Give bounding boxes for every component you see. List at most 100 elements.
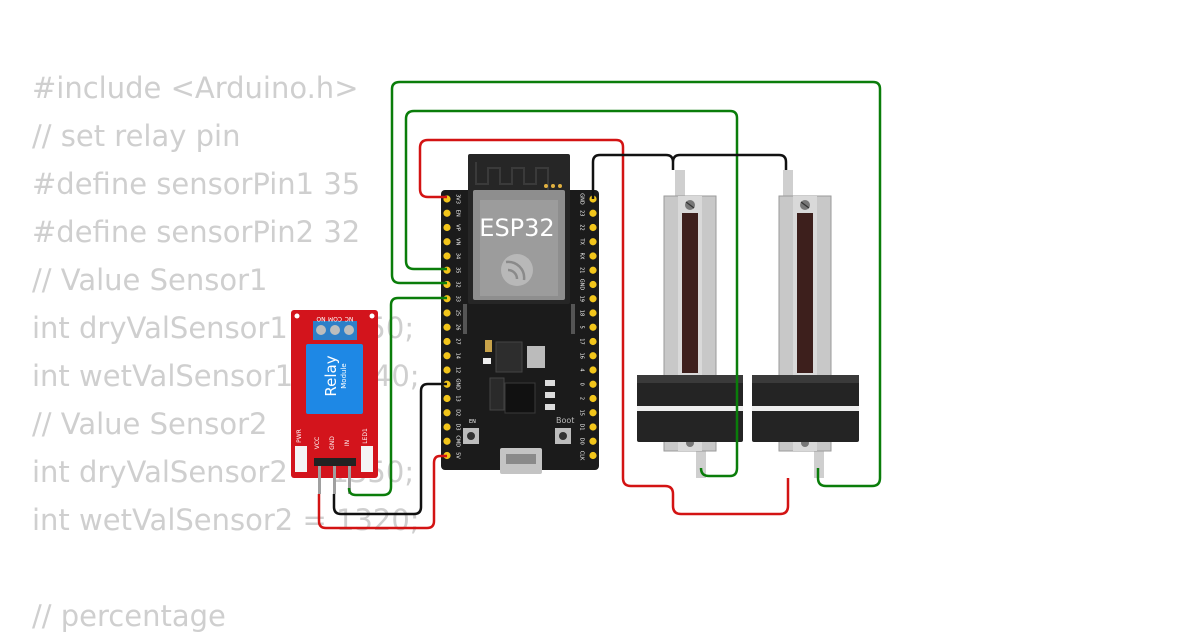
esp32-pin-label: 33 [455,296,461,302]
esp32-pin-label: 14 [455,353,461,359]
esp32-pin-right-2[interactable] [589,223,597,232]
esp32-pin-left-14[interactable] [443,394,451,403]
esp32-pin-label: TX [579,238,585,246]
esp32-pin-right-10[interactable] [589,337,597,346]
esp32-pin-right-8[interactable] [589,309,597,317]
code-line: int wetValSensor2 = 1320; [32,503,420,537]
esp32-pin-left-11[interactable] [443,352,451,360]
esp32-pin-label: CLK [579,451,585,461]
esp32-pin-label: 13 [455,395,461,401]
esp32-pin-right-15[interactable] [589,409,597,417]
wire-5v-relay-vcc [317,454,447,530]
esp32-pin-left-15[interactable] [443,409,451,417]
esp32-pin-right-9[interactable] [589,323,597,331]
esp32-pin-right-4[interactable] [589,252,597,260]
esp32-pin-label: 5 [579,326,585,329]
esp32-pin-right-6[interactable] [589,280,597,289]
esp32-pin-label: EN [455,210,461,217]
code-line: // set relay pin [32,119,241,153]
esp32-pin-label: 19 [579,296,585,302]
esp32-pin-label: GND [455,379,461,391]
esp32-pin-label: CMD [455,435,461,447]
esp32-pin-label: D3 [455,423,461,430]
esp32-pin-label: GND [579,193,585,205]
relay-led-label: PWR [296,429,303,443]
esp32-pin-left-17[interactable] [443,437,451,445]
code-line: // Value Sensor1 [32,263,268,297]
code-line: // Value Sensor2 [32,407,268,441]
esp32-pin-right-1[interactable] [589,209,597,217]
pwr-led [295,446,307,472]
esp32-pin-label: GND [579,279,585,291]
esp32-pin-left-8[interactable] [443,309,451,317]
esp32-pin-label: 2 [579,397,585,400]
relay-title: Relay [322,355,340,396]
relay-body [306,344,363,414]
relay-terminal-label: COM [328,315,342,322]
slide-potentiometer-1[interactable] [637,170,743,478]
esp32-pin-right-7[interactable] [589,295,597,303]
esp32-pin-right-14[interactable] [589,394,597,403]
espressif-logo-icon [501,254,533,286]
code-line: #include <Arduino.h> [32,71,359,105]
esp32-pin-right-3[interactable] [589,238,597,246]
status-led [361,446,373,472]
esp32-pin-right-5[interactable] [589,266,597,274]
slide-potentiometer-2[interactable] [752,170,859,478]
relay-pin-label: IN [344,440,351,446]
esp32-pin-label: 16 [579,353,585,359]
esp32-pin-label: 27 [455,338,461,344]
wire-3v3-pots [418,138,790,516]
esp32-pin-left-12[interactable] [443,366,451,374]
wire-pin32-pot1 [404,109,739,478]
esp32-pin-label: 5V [455,452,461,459]
relay-terminal-label: NC [345,315,354,322]
esp32-pin-left-3[interactable] [443,238,451,246]
esp32-pin-label: RX [579,253,585,260]
esp32-pin-label: 26 [455,324,461,330]
esp32-pin-label: D2 [455,409,461,416]
en-button-label: EN [469,419,476,425]
esp32-pin-left-16[interactable] [443,423,451,431]
relay-led-label: LED1 [362,428,369,444]
esp32-pin-left-9[interactable] [443,323,451,331]
esp32-pin-label: 23 [579,210,585,216]
esp32-pin-label: 32 [455,281,461,287]
esp32-pin-label: D1 [579,423,585,430]
esp32-board[interactable]: ESP32 EN Boot 3V3ENVPVN34353233252627141… [441,154,599,474]
relay-terminal-label: NO [316,315,325,322]
esp32-pin-label: 4 [579,368,585,371]
esp32-pin-label: 0 [579,383,585,386]
esp32-pin-label: VN [455,238,461,245]
esp32-pin-label: 22 [579,224,585,230]
esp32-pin-left-1[interactable] [443,209,451,217]
esp32-pin-left-10[interactable] [443,337,451,346]
esp32-pin-label: 17 [579,338,585,344]
esp32-pin-label: 15 [579,410,585,416]
esp32-pin-left-4[interactable] [443,252,451,260]
code-line: #define sensorPin1 35 [32,167,361,201]
esp32-pin-right-16[interactable] [589,423,597,431]
esp32-pin-left-2[interactable] [443,223,451,232]
wire-pin33-relay-in [347,296,447,497]
wire-pin35-pot2 [390,80,882,488]
esp32-pin-label: 25 [455,310,461,316]
relay-subtitle: Module [340,363,348,388]
esp32-pin-right-18[interactable] [589,451,597,460]
wires [317,80,882,530]
esp32-pin-right-17[interactable] [589,437,597,445]
boot-button-label: Boot [556,416,574,425]
wire-gnd-relay [332,382,447,516]
esp32-pin-right-12[interactable] [589,366,597,374]
code-line: // percentage [32,599,226,633]
esp32-pin-label: 12 [455,367,461,373]
esp32-pin-right-13[interactable] [589,380,597,388]
esp32-pin-right-11[interactable] [589,352,597,360]
relay-pin-label: GND [329,436,336,450]
esp32-pin-label: 3V3 [455,194,461,204]
esp32-title: ESP32 [479,214,554,242]
esp32-pin-label: VP [455,224,461,230]
esp32-pin-label: 35 [455,267,461,273]
